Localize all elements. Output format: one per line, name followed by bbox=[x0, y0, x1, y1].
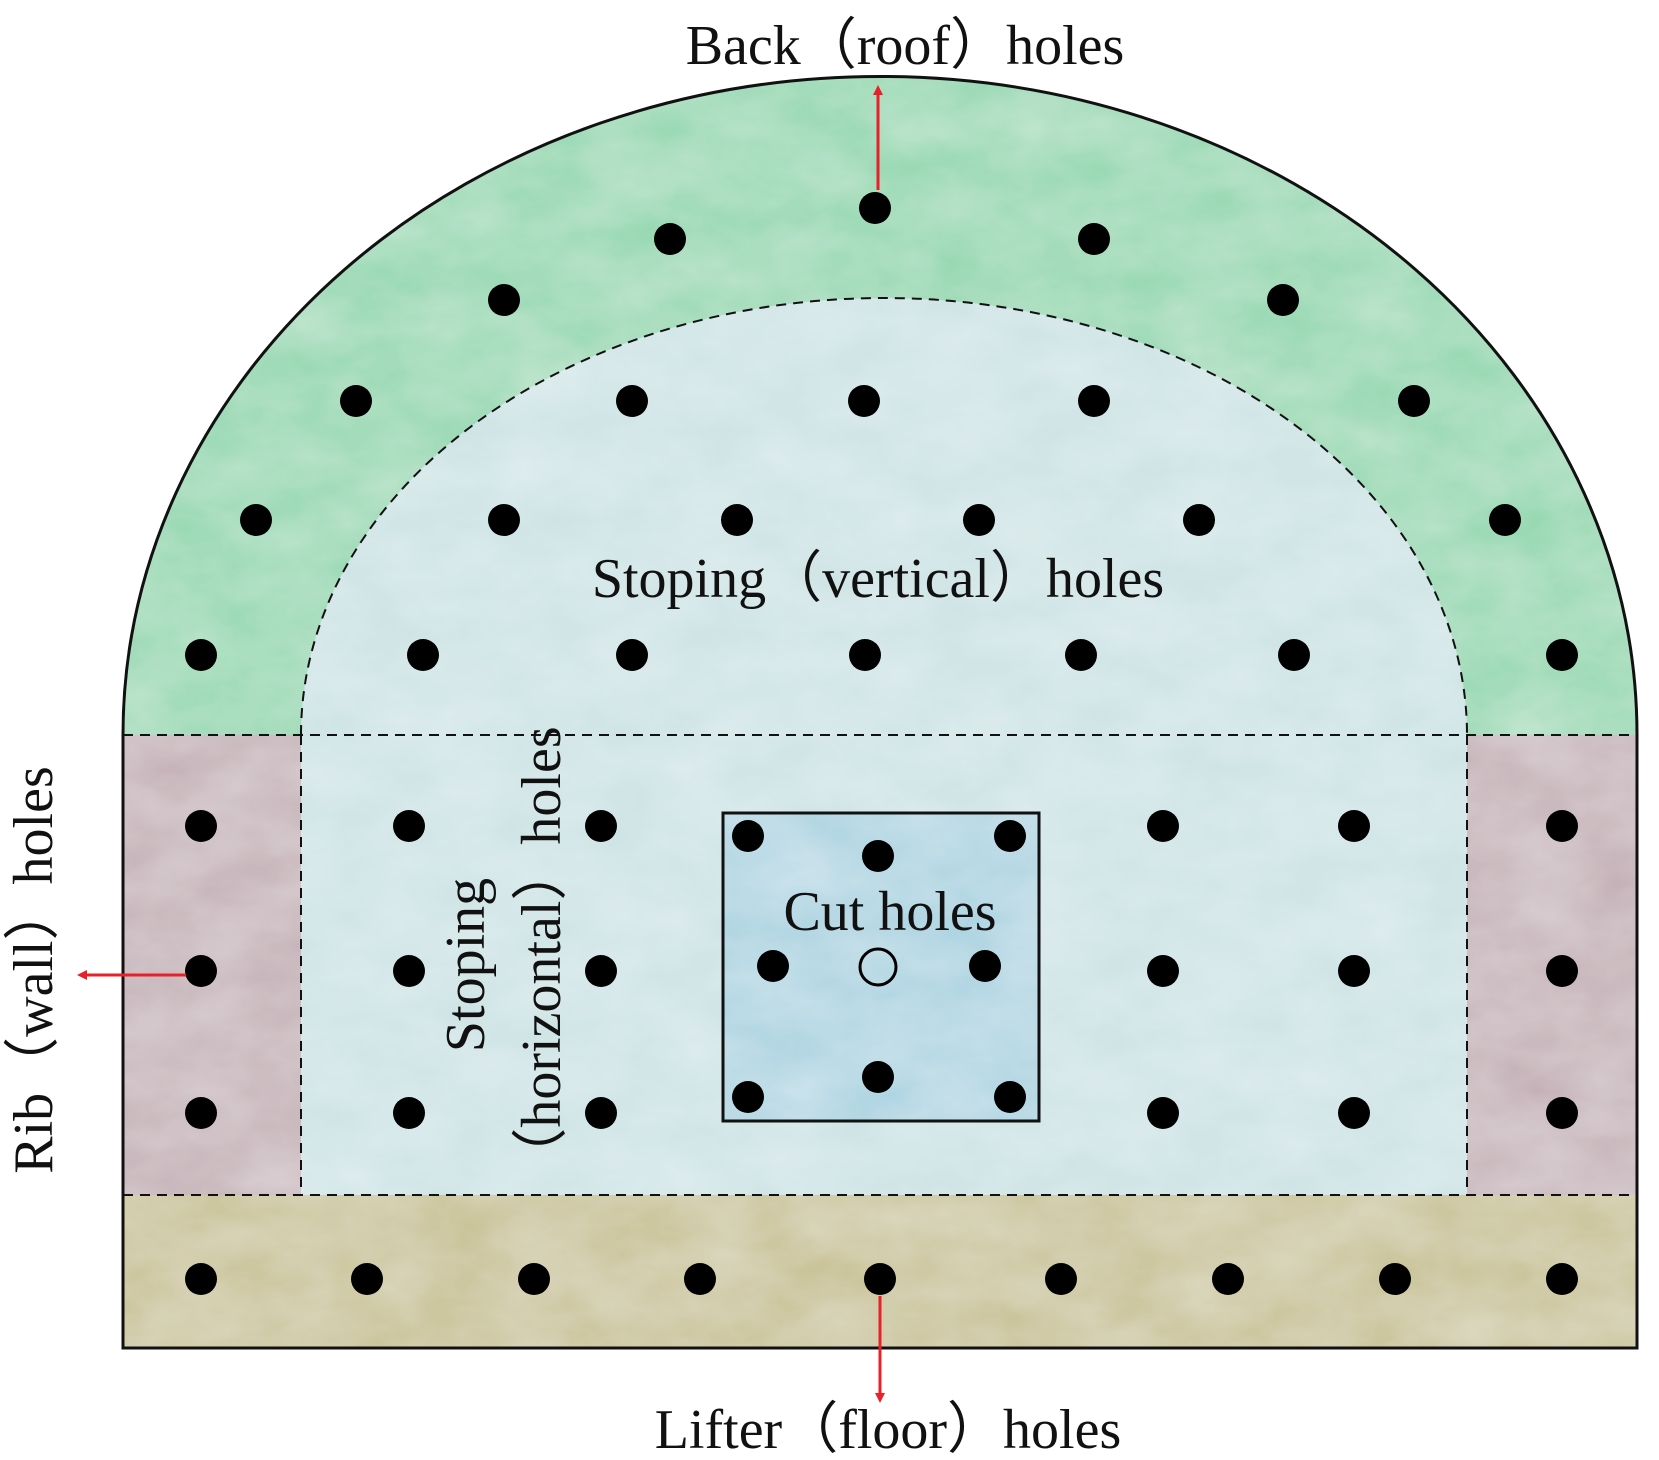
cut-hole bbox=[732, 1081, 764, 1113]
lifter-hole bbox=[185, 1263, 217, 1295]
cut-hole bbox=[862, 840, 894, 872]
tunnel-outline bbox=[121, 75, 1639, 1350]
back-hole bbox=[654, 223, 686, 255]
cut-hole bbox=[732, 820, 764, 852]
stoping-horizontal-hole bbox=[1147, 810, 1179, 842]
stoping-horizontal-hole bbox=[1338, 810, 1370, 842]
back-hole bbox=[1267, 284, 1299, 316]
stoping-vertical-hole bbox=[849, 639, 881, 671]
stoping-horizontal-hole bbox=[1147, 1097, 1179, 1129]
cut-hole bbox=[994, 820, 1026, 852]
stoping-horizontal-hole bbox=[393, 810, 425, 842]
lifter-hole bbox=[351, 1263, 383, 1295]
stoping-vertical-hole bbox=[1078, 385, 1110, 417]
lifter-hole bbox=[1379, 1263, 1411, 1295]
rib-hole bbox=[1546, 1097, 1578, 1129]
cut-hole bbox=[994, 1081, 1026, 1113]
rib-hole bbox=[1546, 810, 1578, 842]
back-hole bbox=[340, 385, 372, 417]
lifter-hole bbox=[518, 1263, 550, 1295]
stoping-horizontal-label-line2: （horizontal）holes bbox=[511, 726, 573, 1183]
lifter-holes-label: Lifter（floor）holes bbox=[655, 1399, 1122, 1460]
stoping-horizontal-hole bbox=[1147, 955, 1179, 987]
lifter-hole bbox=[684, 1263, 716, 1295]
rib-hole bbox=[1546, 955, 1578, 987]
stoping-horizontal-hole bbox=[585, 810, 617, 842]
lifter-hole bbox=[1546, 1263, 1578, 1295]
back-hole bbox=[859, 192, 891, 224]
stoping-vertical-hole bbox=[616, 639, 648, 671]
lifter-hole bbox=[1045, 1263, 1077, 1295]
stoping-vertical-hole bbox=[488, 504, 520, 536]
stoping-horizontal-hole bbox=[585, 955, 617, 987]
back-holes-label: Back（roof）holes bbox=[686, 15, 1125, 77]
stoping-arch-boundary bbox=[300, 297, 1468, 736]
stoping-horizontal-hole bbox=[393, 955, 425, 987]
cut-hole bbox=[862, 1061, 894, 1093]
stoping-horizontal-label-line1: Stoping bbox=[435, 878, 497, 1052]
rib-hole bbox=[185, 1097, 217, 1129]
back-hole bbox=[1398, 385, 1430, 417]
stoping-horizontal-hole bbox=[1338, 1097, 1370, 1129]
stoping-vertical-hole bbox=[1065, 639, 1097, 671]
stoping-vertical-hole bbox=[848, 385, 880, 417]
back-hole bbox=[1489, 504, 1521, 536]
back-hole bbox=[1078, 223, 1110, 255]
stoping-horizontal-hole bbox=[1338, 955, 1370, 987]
cut-hole bbox=[969, 950, 1001, 982]
stoping-vertical-hole bbox=[721, 504, 753, 536]
rib-hole bbox=[185, 810, 217, 842]
stoping-vertical-hole bbox=[407, 639, 439, 671]
stoping-horizontal-hole bbox=[393, 1097, 425, 1129]
lifter-hole bbox=[864, 1263, 896, 1295]
stoping-vertical-hole bbox=[1183, 504, 1215, 536]
back-hole bbox=[240, 504, 272, 536]
stoping-vertical-hole bbox=[1278, 639, 1310, 671]
cut-holes-label: Cut holes bbox=[783, 881, 996, 943]
stoping-vertical-hole bbox=[963, 504, 995, 536]
rib-holes-label: Rib（wall）holes bbox=[3, 766, 65, 1174]
back-hole bbox=[1546, 639, 1578, 671]
back-hole bbox=[488, 284, 520, 316]
back-hole bbox=[185, 639, 217, 671]
empty-relief-hole bbox=[858, 947, 898, 987]
cut-hole bbox=[757, 950, 789, 982]
rib-hole bbox=[185, 955, 217, 987]
stoping-vertical-hole bbox=[616, 385, 648, 417]
cut-zone-border bbox=[721, 811, 1041, 1123]
stoping-vertical-label: Stoping（vertical）holes bbox=[592, 548, 1164, 610]
lifter-hole bbox=[1212, 1263, 1244, 1295]
stoping-horizontal-hole bbox=[585, 1097, 617, 1129]
